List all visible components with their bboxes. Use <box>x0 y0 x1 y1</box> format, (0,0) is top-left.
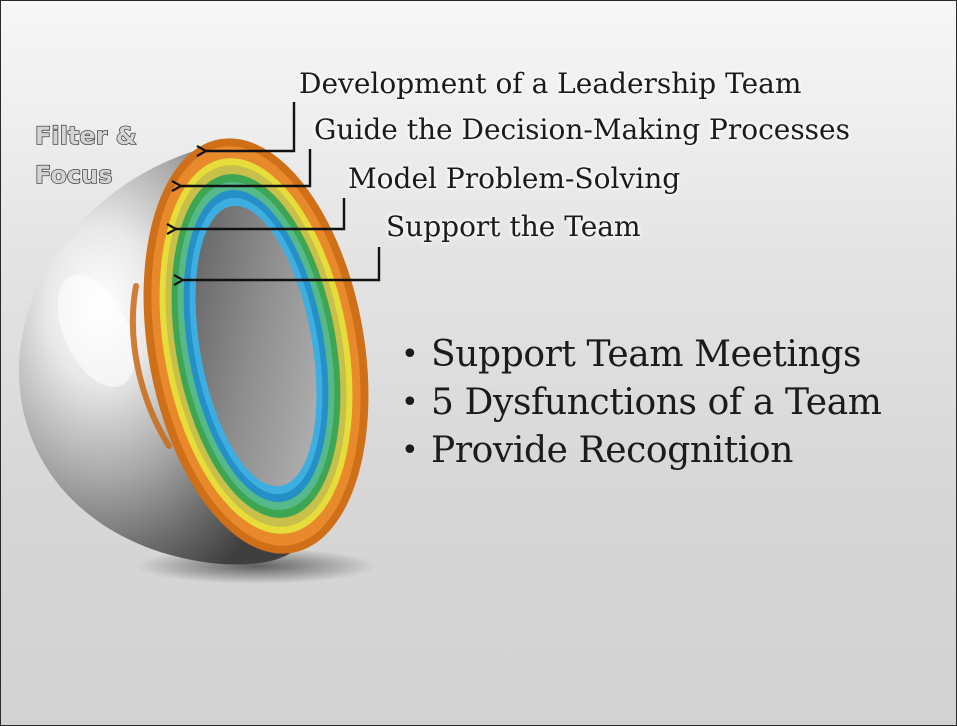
bullet-item: Support Team Meetings <box>399 331 882 379</box>
hemisphere-inner-face <box>195 205 317 487</box>
bullet-item: 5 Dysfunctions of a Team <box>399 379 882 427</box>
diagram-title-line1: Filter & <box>35 122 137 150</box>
level-2-label: Guide the Decision-Making Processes <box>314 113 850 146</box>
shell-orange-gap <box>129 283 172 449</box>
bullet-item: Provide Recognition <box>399 427 882 475</box>
arrow-level-3 <box>176 198 346 229</box>
level-4-label: Support the Team <box>386 210 641 243</box>
level-3-label: Model Problem-Solving <box>348 162 680 195</box>
bullet-list: Support Team Meetings 5 Dysfunctions of … <box>399 331 882 475</box>
arrow-level-1 <box>206 102 296 151</box>
arrow-level-4 <box>183 247 381 280</box>
shell-highlight <box>57 274 135 388</box>
layer-rings <box>143 138 369 554</box>
diagram-title-line2: Focus <box>35 161 113 189</box>
arrow-level-2 <box>181 149 312 186</box>
level-1-label: Development of a Leadership Team <box>299 67 801 100</box>
